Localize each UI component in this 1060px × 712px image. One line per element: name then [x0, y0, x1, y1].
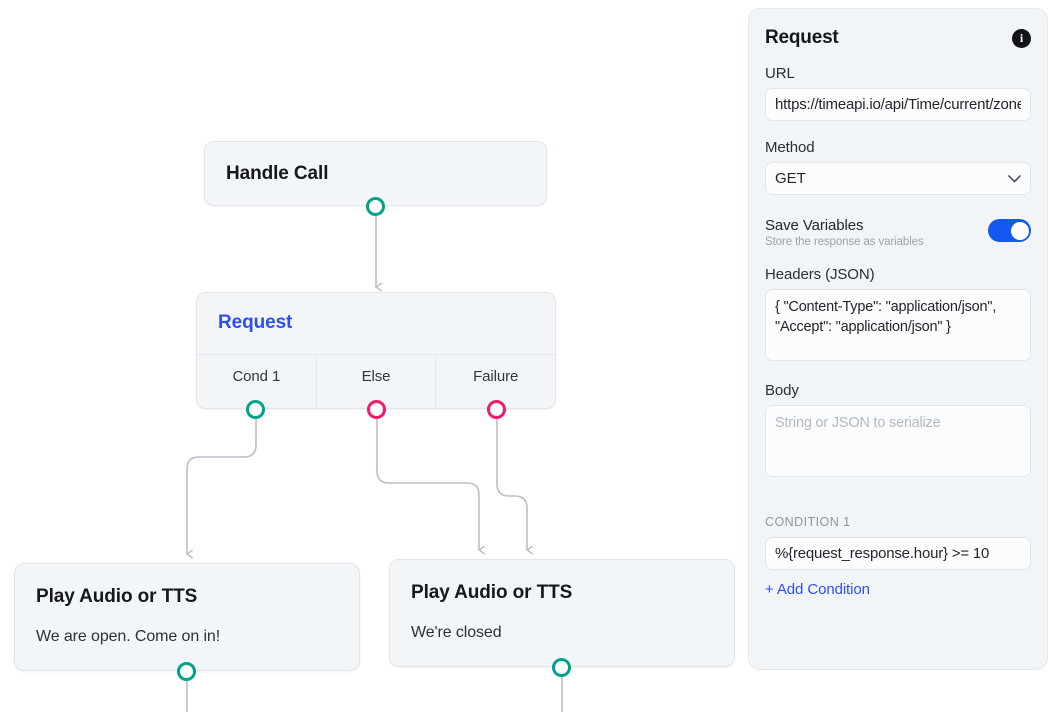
- panel-header: Request i: [765, 27, 1031, 49]
- edge-cond1-playopen: [186, 418, 257, 554]
- add-condition-button[interactable]: + Add Condition: [765, 581, 870, 598]
- condition-section-label: CONDITION 1: [765, 515, 851, 529]
- method-label: Method: [765, 139, 815, 156]
- port-request-failure-out[interactable]: [487, 400, 506, 419]
- node-request[interactable]: Request Cond 1 Else Failure: [196, 292, 556, 409]
- port-handle-call-out[interactable]: [366, 197, 385, 216]
- flow-canvas[interactable]: Handle Call Request Cond 1 Else Failure: [0, 0, 748, 712]
- node-request-port-failure[interactable]: Failure: [435, 355, 555, 408]
- node-handle-call-title: Handle Call: [226, 163, 329, 184]
- node-request-header: Request: [197, 293, 555, 355]
- edge-failure-playclosed: [496, 418, 527, 550]
- url-label: URL: [765, 65, 795, 82]
- node-request-port-failure-label: Failure: [473, 368, 519, 385]
- node-request-port-else-label: Else: [361, 368, 391, 385]
- save-variables-row: Save Variables Store the response as var…: [765, 217, 1031, 248]
- method-select-wrap: GET: [765, 162, 1031, 195]
- condition-1-input[interactable]: [765, 537, 1031, 570]
- headers-textarea[interactable]: [765, 289, 1031, 361]
- node-play-audio-closed-subtitle: We're closed: [411, 624, 502, 641]
- node-play-audio-open-title: Play Audio or TTS: [36, 586, 198, 607]
- save-variables-label: Save Variables: [765, 217, 864, 234]
- port-play-audio-open-out[interactable]: [177, 662, 196, 681]
- node-play-audio-closed[interactable]: Play Audio or TTS We're closed: [389, 559, 735, 667]
- save-variables-texts: Save Variables Store the response as var…: [765, 217, 924, 248]
- port-play-audio-closed-out[interactable]: [552, 658, 571, 677]
- save-variables-description: Store the response as variables: [765, 236, 924, 248]
- headers-label: Headers (JSON): [765, 266, 875, 283]
- body-label: Body: [765, 382, 799, 399]
- save-variables-toggle-knob: [1010, 221, 1029, 240]
- node-play-audio-open[interactable]: Play Audio or TTS We are open. Come on i…: [14, 563, 360, 671]
- method-select[interactable]: GET: [765, 162, 1031, 195]
- url-input[interactable]: [765, 88, 1031, 121]
- request-properties-panel: Request i URL Method GET Save Variables …: [748, 8, 1048, 670]
- save-variables-toggle[interactable]: [988, 219, 1031, 242]
- node-request-port-cond1-label: Cond 1: [232, 368, 281, 385]
- edge-else-playclosed: [376, 418, 479, 550]
- info-icon[interactable]: i: [1012, 28, 1031, 48]
- node-request-port-cond1[interactable]: Cond 1: [197, 355, 316, 408]
- body-textarea[interactable]: [765, 405, 1031, 477]
- port-request-cond1-out[interactable]: [246, 400, 265, 419]
- node-play-audio-closed-title: Play Audio or TTS: [411, 582, 573, 603]
- node-play-audio-open-subtitle: We are open. Come on in!: [36, 628, 221, 645]
- node-request-ports: Cond 1 Else Failure: [197, 355, 555, 408]
- node-request-port-else[interactable]: Else: [315, 355, 436, 408]
- node-request-title: Request: [218, 312, 293, 333]
- panel-title: Request: [765, 27, 839, 48]
- port-request-else-out[interactable]: [367, 400, 386, 419]
